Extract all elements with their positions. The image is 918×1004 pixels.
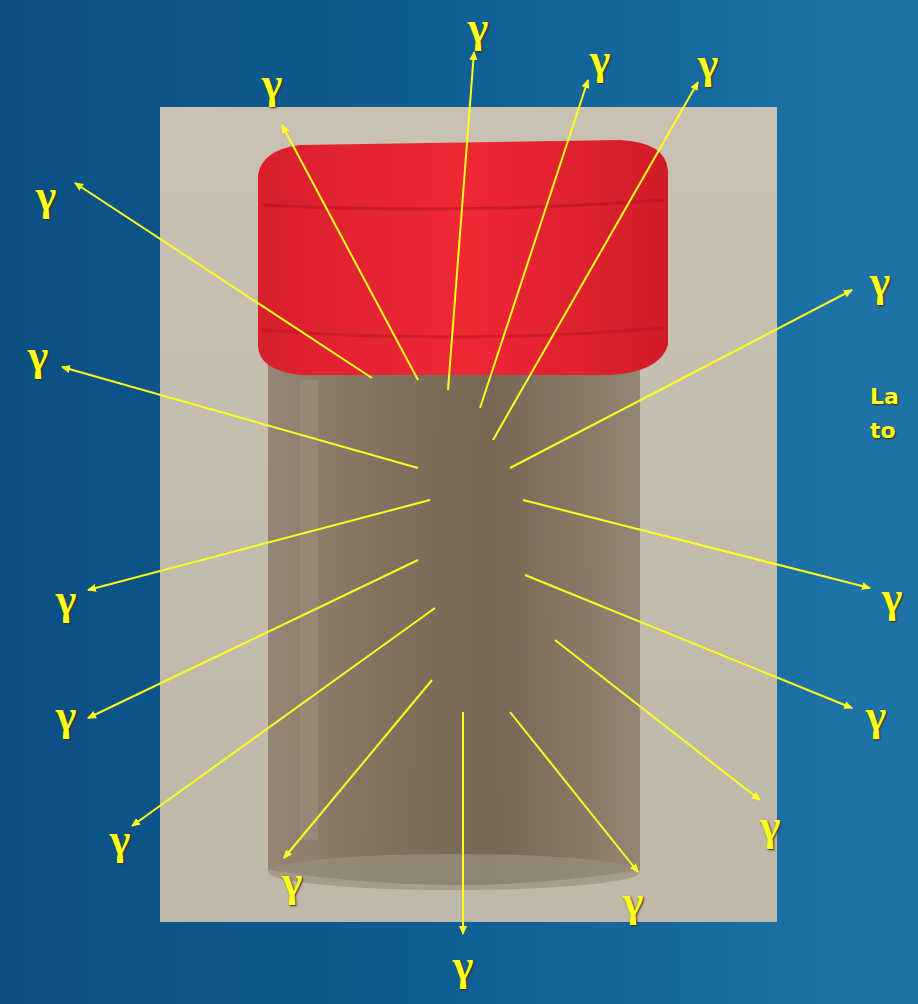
gamma-label: γ [623,880,644,924]
gamma-label: γ [698,42,719,86]
gamma-label: γ [36,174,57,218]
gamma-label: γ [760,804,781,848]
note-text: La [870,384,899,410]
gamma-label: γ [453,944,474,988]
photo-background [160,107,777,922]
gamma-label: γ [866,694,887,738]
gamma-label: γ [56,578,77,622]
gamma-label: γ [262,62,283,106]
gamma-ray-arrows [62,52,870,934]
gamma-label: γ [590,38,611,82]
gamma-label: γ [28,334,49,378]
gamma-label: γ [282,860,303,904]
gamma-label: γ [56,694,77,738]
gamma-label: γ [110,818,131,862]
gamma-label: γ [468,6,489,50]
gamma-label: γ [870,260,891,304]
note-text: to [870,418,896,444]
gamma-label: γ [882,576,903,620]
